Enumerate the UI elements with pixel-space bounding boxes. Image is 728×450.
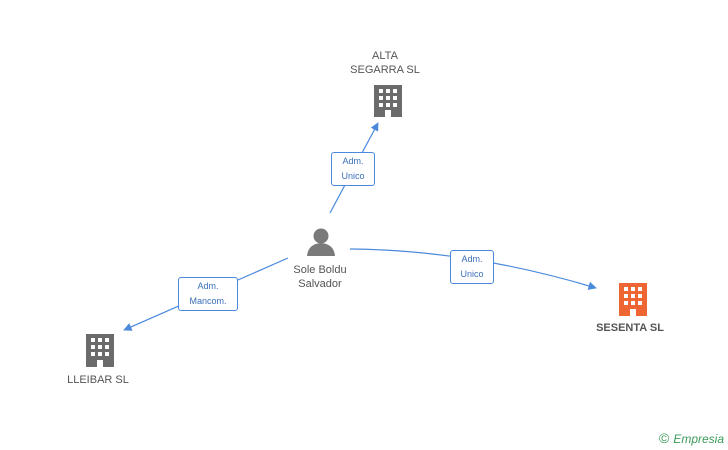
node-label-lleibar[interactable]: LLEIBAR SL bbox=[48, 373, 148, 387]
node-label-line: Sole Boldu bbox=[293, 264, 347, 276]
node-label-person[interactable]: Sole Boldu Salvador bbox=[270, 263, 370, 291]
edge-label-lleibar[interactable]: Adm. Mancom. bbox=[178, 277, 238, 311]
building-focus-icon[interactable] bbox=[619, 283, 647, 316]
copyright-icon: © bbox=[658, 430, 670, 446]
person-icon[interactable] bbox=[307, 228, 335, 257]
edge-label-line: Mancom. bbox=[189, 296, 227, 306]
building-icon[interactable] bbox=[374, 85, 402, 117]
edge-label-line: Adm. bbox=[461, 254, 483, 264]
edge-label-line: Adm. bbox=[197, 281, 219, 291]
node-label-line: SESENTA SL bbox=[596, 322, 664, 334]
node-label-line: LLEIBAR SL bbox=[67, 374, 129, 386]
edge-label-sesenta[interactable]: Adm. Unico bbox=[450, 250, 494, 284]
node-label-line: Salvador bbox=[298, 278, 342, 290]
node-label-alta[interactable]: ALTA SEGARRA SL bbox=[335, 49, 435, 77]
brand-name: Empresia bbox=[673, 432, 724, 446]
brand-logo: ©Empresia bbox=[659, 430, 724, 446]
edge-label-line: Unico bbox=[341, 171, 365, 181]
building-icon[interactable] bbox=[86, 334, 114, 367]
edge-label-alta[interactable]: Adm. Unico bbox=[331, 152, 375, 186]
node-label-line: ALTA bbox=[372, 50, 398, 62]
node-label-line: SEGARRA SL bbox=[350, 64, 420, 76]
edge-label-line: Unico bbox=[460, 269, 484, 279]
edge-label-line: Adm. bbox=[342, 156, 364, 166]
node-label-sesenta[interactable]: SESENTA SL bbox=[580, 321, 680, 335]
